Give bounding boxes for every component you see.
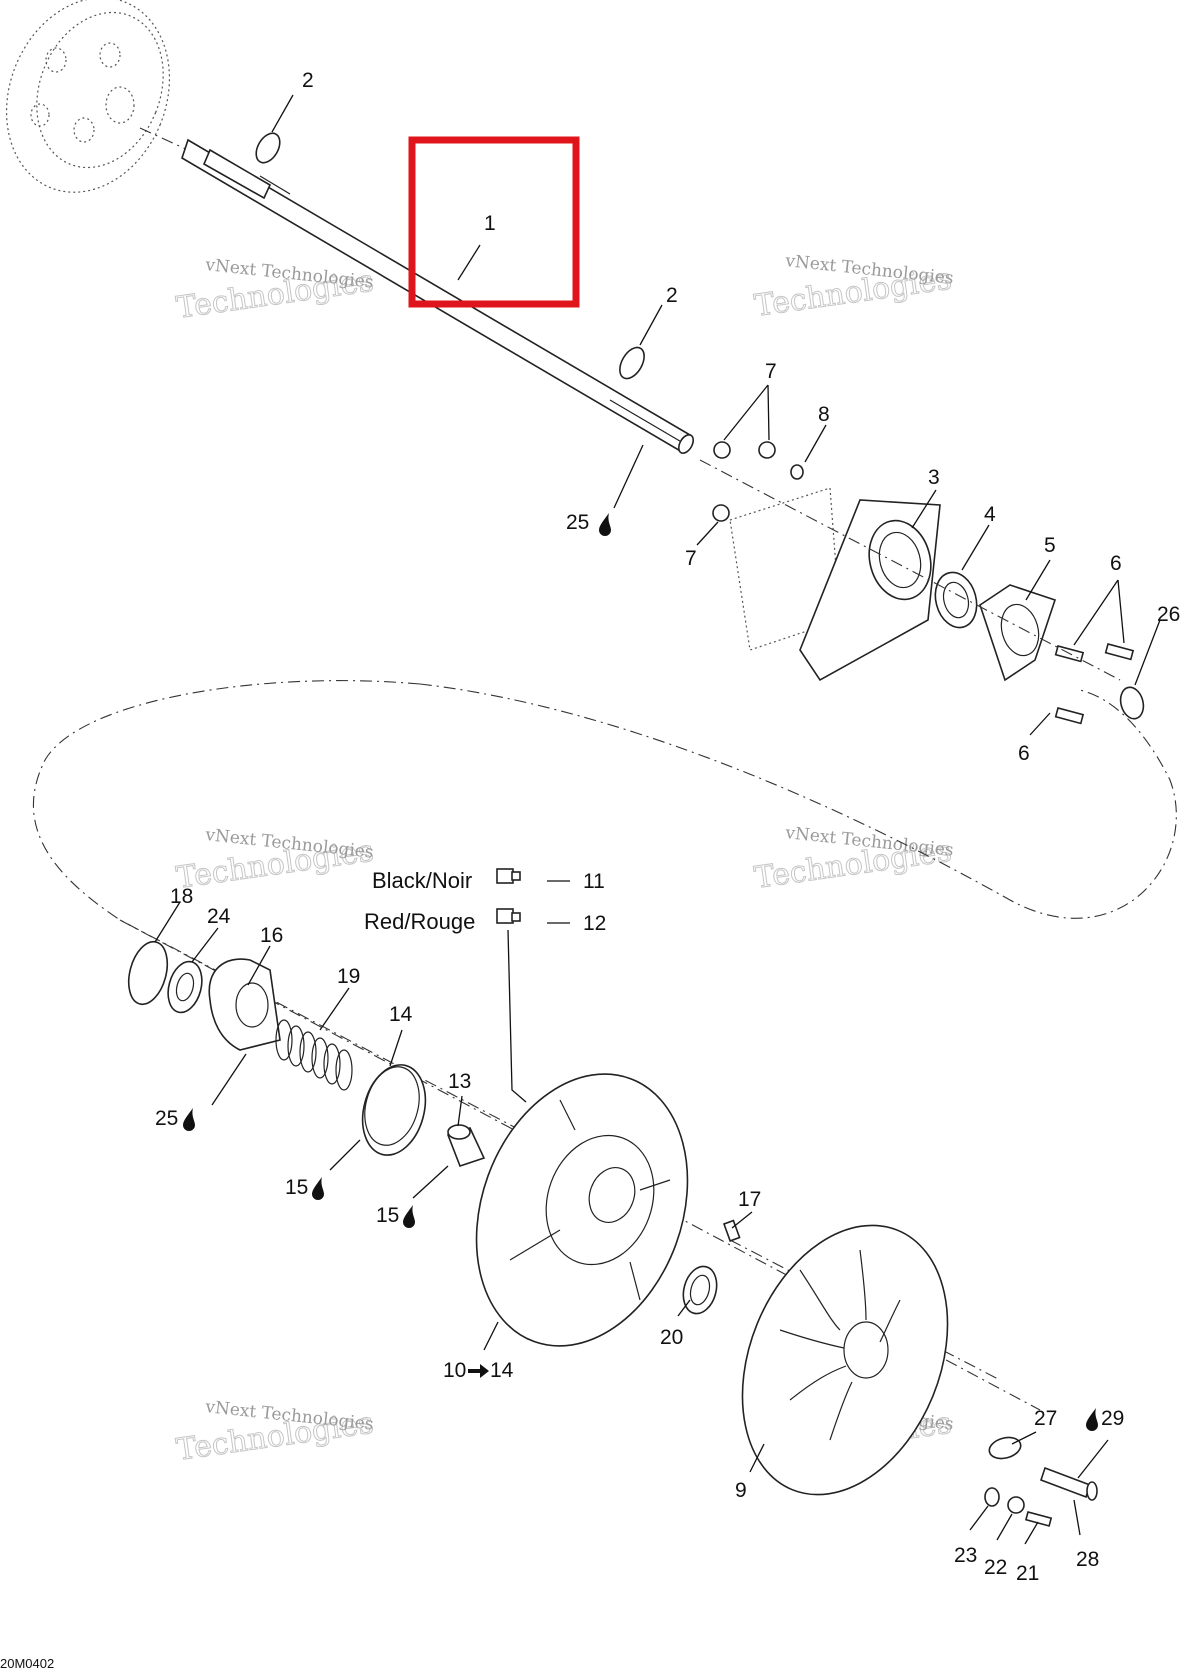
highlight-box-part-1	[408, 136, 580, 308]
fixed-sheave	[475, 1073, 689, 1347]
oil-drop-icon	[1086, 1408, 1098, 1431]
callout-labels: 2 1 2 7 8 3 4 5 6 26 6 7 25 18 24 16 19 …	[155, 69, 1180, 1585]
callout-18: 18	[170, 885, 193, 908]
callout-16: 16	[260, 924, 283, 947]
svg-text:15: 15	[285, 1176, 308, 1199]
callout-13: 13	[448, 1070, 471, 1093]
callout-1: 1	[484, 212, 496, 235]
cam	[208, 958, 281, 1051]
callout-28: 28	[1076, 1548, 1099, 1571]
callout-4: 4	[984, 503, 996, 526]
callout-19: 19	[337, 965, 360, 988]
shaft-o-ring-top	[255, 132, 281, 164]
svg-text:25: 25	[155, 1107, 178, 1130]
callout-9: 9	[735, 1479, 747, 1502]
bolt-28	[1039, 1466, 1098, 1501]
callout-12: 12	[583, 912, 606, 935]
callout-14: 14	[389, 1003, 413, 1026]
watermark-mid-right: Technologies vNext Technologies	[752, 823, 955, 896]
nuts-and-washer	[712, 441, 804, 522]
oil-drop-icon	[183, 1108, 195, 1131]
svg-text:14: 14	[490, 1359, 514, 1382]
small-hardware	[984, 1487, 1053, 1527]
bushing-13	[446, 1124, 486, 1168]
plug-red	[496, 908, 521, 924]
callout-29-with-lube: 29	[1086, 1407, 1124, 1431]
oil-drop-icon	[403, 1205, 415, 1228]
callout-15-with-lube: 15	[285, 1176, 324, 1200]
plug-black	[496, 868, 521, 884]
right-arrow-icon	[468, 1364, 489, 1378]
callout-2: 2	[666, 284, 678, 307]
callout-26: 26	[1157, 603, 1180, 626]
watermark-top-right: Technologies vNext Technologies	[752, 251, 955, 324]
svg-text:15: 15	[376, 1204, 399, 1227]
black-plug-label: Black/Noir	[372, 868, 472, 893]
callout-5: 5	[1044, 534, 1056, 557]
watermark-top-left: Technologies vNext Technologies	[174, 255, 376, 326]
shaft-o-ring-bottom	[619, 346, 645, 380]
callout-7: 7	[765, 360, 777, 383]
callout-15-with-lube: 15	[376, 1204, 415, 1228]
oil-drop-icon	[312, 1177, 324, 1200]
callout-11: 11	[583, 870, 605, 893]
callout-3: 3	[928, 466, 940, 489]
drive-disc-outline	[5, 0, 171, 193]
plug-red-arrow	[507, 929, 527, 1103]
drawing-code: 20M0402	[0, 1656, 54, 1671]
bearing-bracket	[729, 487, 941, 682]
bearing	[934, 571, 978, 629]
oil-drop-icon	[599, 513, 611, 536]
callout-6: 6	[1110, 552, 1122, 575]
retaining-ring-26	[1119, 686, 1145, 720]
slider-bushing-14	[361, 1064, 427, 1156]
svg-text:25: 25	[566, 511, 589, 534]
callout-25-with-lube: 25	[566, 511, 611, 536]
watermark-mid-left: Technologies vNext Technologies	[174, 825, 376, 896]
callout-10-to-14: 10 14	[443, 1359, 514, 1382]
bearing-flange	[979, 584, 1057, 682]
callout-21: 21	[1016, 1562, 1039, 1585]
red-plug-label: Red/Rouge	[364, 909, 475, 934]
circlip	[127, 940, 169, 1006]
driven-shaft	[139, 127, 695, 454]
movable-sheave	[741, 1224, 949, 1496]
spring	[275, 1019, 353, 1091]
watermark-bottom-left: Technologies vNext Technologies	[174, 1397, 376, 1468]
washer-27	[988, 1436, 1022, 1460]
washer-20	[682, 1265, 718, 1315]
screws	[1054, 643, 1135, 725]
callout-23: 23	[954, 1544, 977, 1567]
callout-27: 27	[1034, 1407, 1057, 1430]
svg-text:29: 29	[1101, 1407, 1124, 1430]
washer-24	[167, 960, 203, 1014]
callout-24: 24	[207, 905, 231, 928]
callout-20: 20	[660, 1326, 683, 1349]
callout-8: 8	[818, 403, 830, 426]
callout-17: 17	[738, 1188, 761, 1211]
callout-2: 2	[302, 69, 314, 92]
callout-7: 7	[685, 547, 697, 570]
key-17	[722, 1219, 741, 1242]
callout-6: 6	[1018, 742, 1030, 765]
callout-25-with-lube: 25	[155, 1107, 195, 1131]
svg-text:10: 10	[443, 1359, 466, 1382]
leader-lines	[154, 94, 1161, 1545]
callout-22: 22	[984, 1556, 1007, 1579]
